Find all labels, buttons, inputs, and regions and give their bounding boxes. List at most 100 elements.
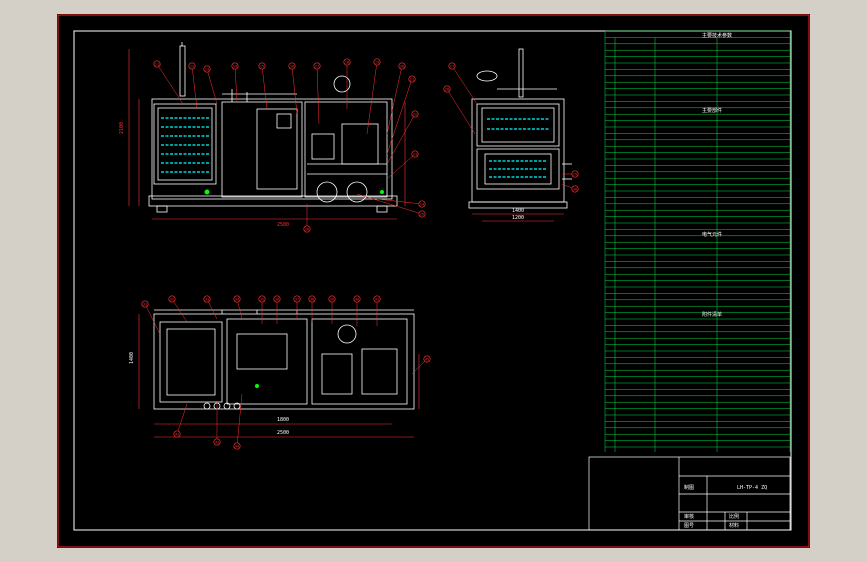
callout-bubble [233, 295, 241, 303]
callout-bubble [411, 110, 419, 118]
callout-leader [191, 65, 198, 110]
callout-number: 31 [143, 303, 147, 307]
callout-number: 15 [260, 65, 264, 69]
callout-number: 26 [305, 228, 309, 232]
callout-bubble [308, 295, 316, 303]
front-width-dim: 2500 [277, 222, 289, 228]
callout-leader [236, 393, 243, 447]
callout-leader [291, 65, 298, 115]
title-block-label-sheet: 图号 [684, 523, 694, 529]
callout-bubble [258, 295, 266, 303]
plan-dimensions [138, 314, 420, 438]
title-block [588, 456, 791, 531]
callout-number: 30 [573, 188, 577, 192]
callout-leader [386, 113, 416, 165]
callout-bubble [571, 170, 579, 178]
callout-leader [261, 65, 268, 110]
drawing-sheet: 2500 2100 [57, 14, 810, 548]
callout-bubble [411, 150, 419, 158]
callout-leader [156, 63, 184, 105]
callout-bubble [231, 62, 239, 70]
callout-number: 16 [290, 65, 294, 69]
callout-bubble [571, 185, 579, 193]
plan-depth-dim: 1400 [129, 352, 135, 364]
front-chamber-shelves [161, 117, 209, 173]
callout-bubble [288, 62, 296, 70]
callout-bubble [423, 355, 431, 363]
table-section2-title: 主要部件 [702, 107, 722, 114]
front-height-dim: 2100 [119, 122, 125, 134]
callout-leader [316, 65, 320, 125]
callout-number: 14 [233, 65, 237, 69]
callout-number: 25 [420, 213, 424, 217]
side-width-dim: 1400 [512, 208, 524, 214]
callout-number: 42 [175, 433, 179, 437]
front-dimensions [128, 49, 406, 220]
callout-bubble [328, 295, 336, 303]
callout-number: 44 [235, 445, 239, 449]
callout-number: 29 [573, 173, 577, 177]
callout-number: 11 [155, 63, 159, 67]
callout-bubble [418, 200, 426, 208]
side-inner-dim: 1200 [512, 215, 524, 221]
side-chamber-shelves [487, 118, 549, 178]
callout-number: 36 [275, 298, 279, 302]
title-block-drawing-name: LH-TP-4 ZQ [737, 485, 767, 491]
callout-number: 28 [445, 88, 449, 92]
callout-number: 37 [295, 298, 299, 302]
callout-number: 22 [413, 113, 417, 117]
callout-bubble [373, 295, 381, 303]
callout-number: 35 [260, 298, 264, 302]
callout-leader [234, 65, 238, 103]
callout-bubble [303, 225, 311, 233]
callout-number: 39 [330, 298, 334, 302]
callout-leader [144, 303, 161, 335]
callout-bubble [373, 58, 381, 66]
title-block-label-checked: 审核 [684, 513, 694, 520]
callout-bubble [353, 295, 361, 303]
table-section3-title: 电气元件 [702, 231, 722, 238]
callout-number: 20 [400, 65, 404, 69]
callout-bubble [293, 295, 301, 303]
callout-bubble [273, 295, 281, 303]
callout-leader [446, 88, 476, 135]
callout-leader [171, 298, 188, 323]
callout-leader [176, 403, 188, 435]
callout-bubble [448, 62, 456, 70]
side-view [468, 48, 572, 209]
sheet-border [57, 14, 810, 548]
callout-bubble [173, 430, 181, 438]
callout-bubble [188, 62, 196, 70]
parts-table [604, 30, 791, 452]
callout-number: 34 [235, 298, 239, 302]
table-section1-title: 主要技术参数 [702, 32, 732, 39]
callout-number: 19 [375, 61, 379, 65]
callout-leader [386, 78, 413, 155]
callout-number: 23 [413, 153, 417, 157]
callout-number: 21 [410, 78, 414, 82]
table-section4-title: 附件清单 [702, 311, 722, 318]
callout-bubble [233, 442, 241, 450]
callout-bubble [258, 62, 266, 70]
plan-width-dim: 2500 [277, 430, 289, 436]
callout-bubble [153, 60, 161, 68]
callout-leader [376, 198, 423, 205]
plan-view [153, 309, 415, 410]
callout-leader [206, 68, 218, 105]
side-dimensions [472, 213, 564, 222]
callout-number: 33 [205, 298, 209, 302]
callout-number: 12 [190, 65, 194, 69]
callout-leader [356, 193, 423, 215]
inner-frame [73, 30, 792, 531]
callout-bubble [141, 300, 149, 308]
title-block-label-scale: 比例 [729, 513, 739, 520]
callout-bubble [398, 62, 406, 70]
callout-leader [451, 65, 478, 105]
callout-number: 41 [375, 298, 379, 302]
callout-bubble [418, 210, 426, 218]
compass-north-icon [204, 189, 384, 388]
callout-bubble [213, 438, 221, 446]
title-block-label-material: 材料 [729, 522, 739, 529]
